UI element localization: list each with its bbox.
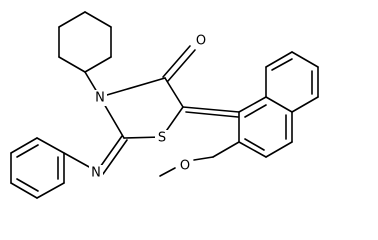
structure-canvas: O N S N O [10,11,319,199]
bond [159,167,176,177]
bond [16,144,39,158]
bond [36,137,65,154]
imine-double-bond [97,135,128,175]
bond [185,111,239,118]
bond [162,45,191,78]
bond [16,178,39,192]
bond [244,104,267,118]
bond [193,156,214,161]
bond [291,96,319,113]
bond [238,96,267,113]
bond [265,51,293,68]
bond [84,11,112,28]
carbonyl-oxygen-label: O [196,34,206,49]
bond [99,77,166,98]
bond [265,96,293,113]
atom-labels: O N S N O [89,33,209,181]
bond [10,182,38,199]
bond [182,106,240,113]
bond [265,141,293,158]
bond [58,11,86,28]
bond [271,58,293,71]
bond [102,139,128,175]
bond [238,141,267,158]
benzylidene-double-bond [182,106,240,118]
bond [36,182,65,199]
bond [167,49,196,82]
bond [58,56,86,73]
chemical-structure-diagram: O N S N O [10,11,319,199]
bond [97,135,123,171]
cyclohexyl-ring [58,11,112,73]
naphthalene-ring [238,51,319,158]
carbonyl-bond [162,45,196,82]
ring-sulfur-label: S [158,131,166,146]
bond [164,77,184,108]
ring-nitrogen-label: N [95,91,105,106]
bond [212,141,240,158]
bond [63,152,92,169]
bond [84,56,112,73]
bond [291,51,319,68]
bond [10,137,38,154]
bond [244,138,265,151]
methoxy-group [159,141,240,177]
imine-nitrogen-label: N [91,166,101,181]
thiazolidinone-ring [99,77,184,139]
methoxy-oxygen-label: O [180,159,190,174]
phenyl-ring [10,137,65,199]
